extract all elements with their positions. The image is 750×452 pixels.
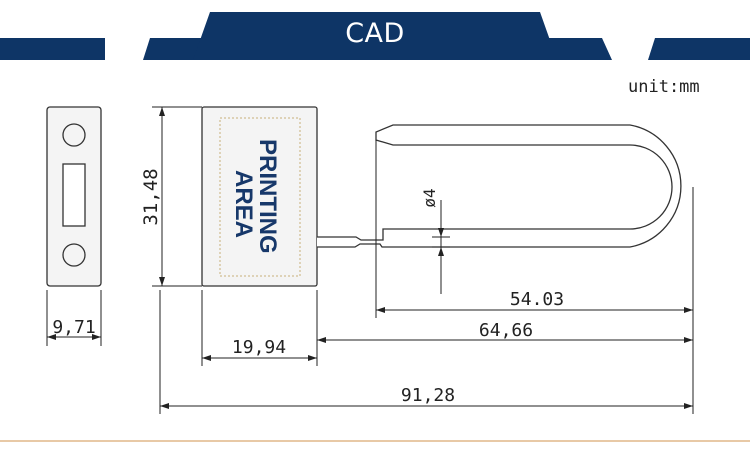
dim-side-label: 9,71 bbox=[52, 317, 95, 338]
header-banner bbox=[0, 12, 750, 60]
seal-body bbox=[201, 106, 318, 287]
header-left-band bbox=[0, 38, 105, 60]
printing-area-line1: PRINTING bbox=[254, 139, 281, 254]
dim-height-label: 31,48 bbox=[140, 168, 162, 225]
side-view-hole-bottom bbox=[62, 243, 86, 267]
dim-shackle-label: 64,66 bbox=[479, 320, 533, 341]
side-view-slot bbox=[62, 163, 86, 227]
unit-label: unit:mm bbox=[628, 77, 700, 97]
dim-overall-label: 91,28 bbox=[401, 385, 455, 406]
dim-body-label: 19,94 bbox=[232, 337, 286, 358]
header-right-band bbox=[648, 38, 750, 60]
dim-hole-label: ø4 bbox=[420, 188, 439, 207]
shackle-outline bbox=[317, 124, 682, 248]
header-title: CAD bbox=[345, 18, 405, 49]
header-center-tab bbox=[193, 12, 557, 60]
side-view-hole-top bbox=[62, 123, 86, 147]
footer-divider bbox=[0, 440, 750, 442]
header-right-tab bbox=[500, 38, 612, 60]
dim-inner-label: 54.03 bbox=[510, 289, 564, 310]
printing-area-line2: AREA bbox=[230, 170, 257, 238]
printing-area-box bbox=[219, 117, 301, 277]
